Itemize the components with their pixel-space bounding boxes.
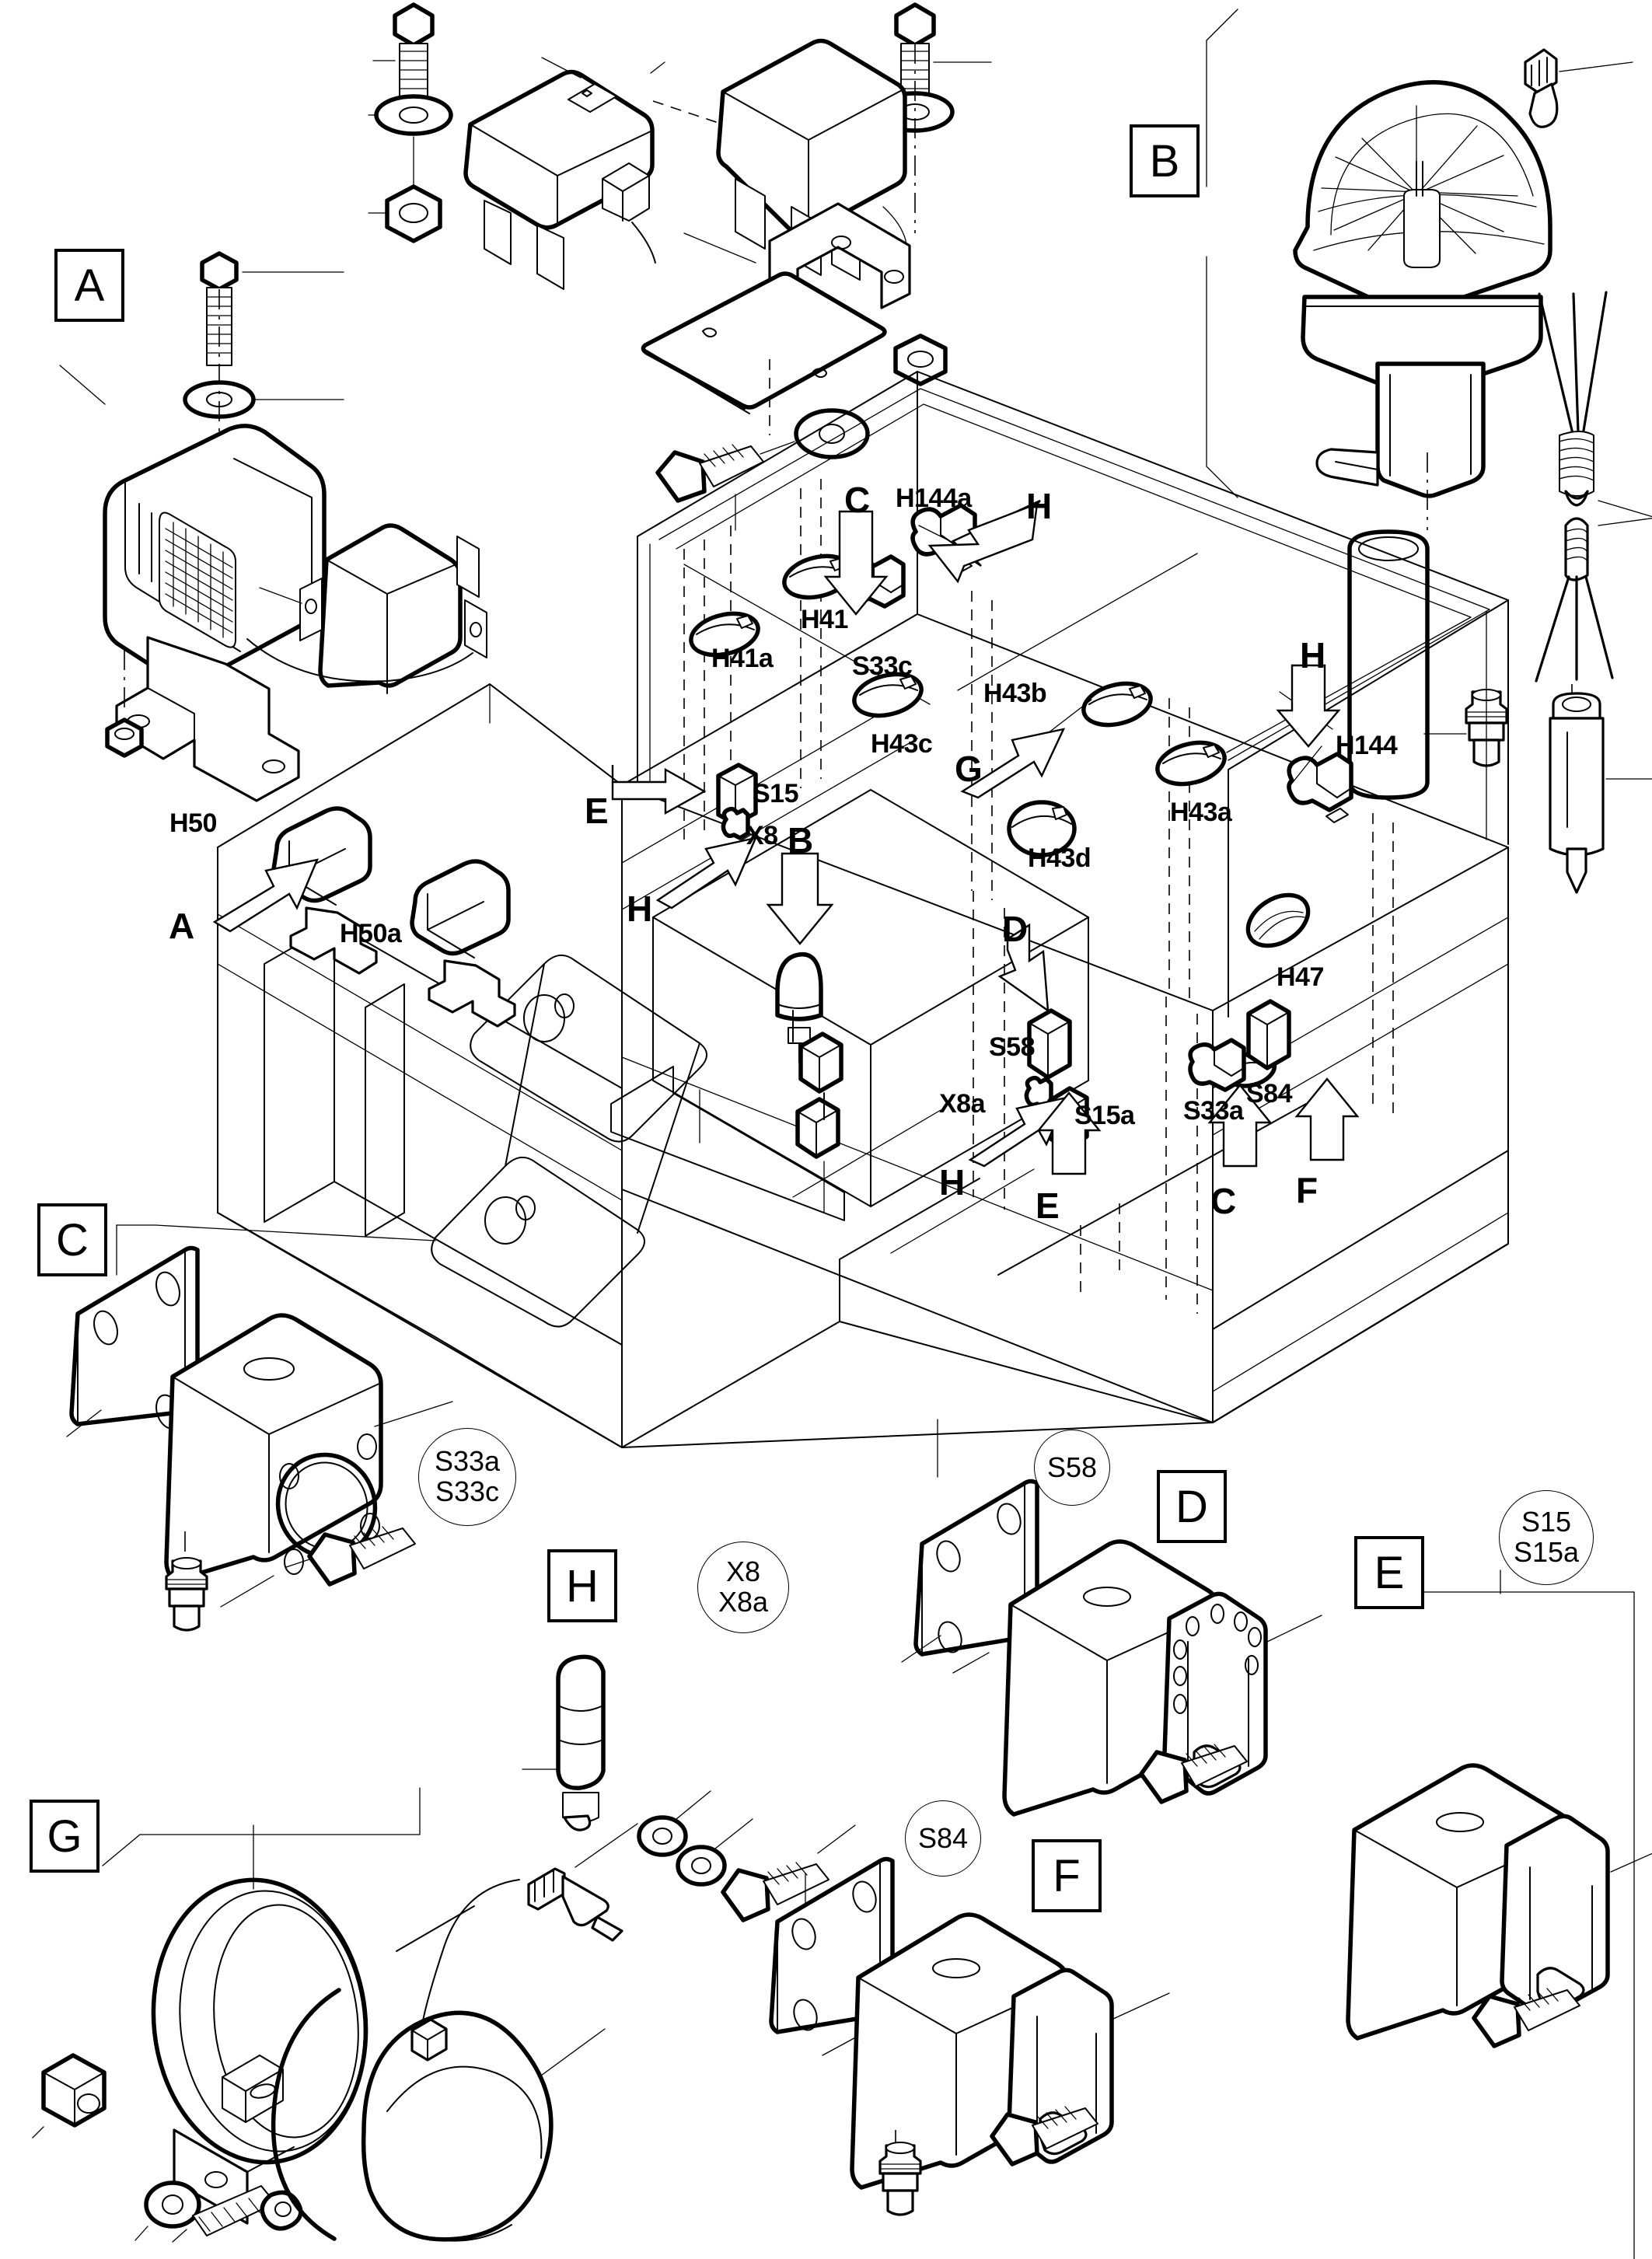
top-middle-hardware [368,2,992,531]
section-box-C: C [37,1203,107,1276]
section-box-C-label: C [56,1214,89,1266]
section-box-A-label: A [74,260,105,311]
section-box-H-label: H [566,1560,599,1611]
part-label-s33c: S33c [852,651,913,681]
section-ref-F-lower: F [1296,1170,1318,1210]
section-box-E: E [1354,1536,1424,1609]
section-f-artwork [769,1856,1170,2216]
section-d-artwork [901,1419,1322,1817]
section-box-B: B [1130,124,1200,197]
part-label-h47: H47 [1277,962,1324,992]
part-label-x8: X8 [746,821,778,850]
section-ref-A-left: A [169,906,195,946]
callout-s33c: S33c [435,1475,500,1507]
section-box-H: H [547,1549,617,1622]
callout-x8a: X8a [718,1586,769,1618]
part-label-h43c: H43c [871,729,933,759]
part-label-s15a: S15a [1074,1101,1135,1130]
callout-s15: S15 [1521,1506,1572,1538]
part-label-s84: S84 [1246,1079,1293,1109]
section-a-artwork [59,251,487,802]
section-ref-E-left: E [585,791,609,831]
section-ref-C-lower: C [1210,1181,1237,1221]
section-ref-B-mid: B [788,820,814,861]
part-label-h50: H50 [169,808,217,838]
callout-arrows [212,499,1360,1175]
section-box-B-label: B [1149,135,1180,187]
callout-x8: X8 [725,1555,761,1588]
part-label-h144a: H144a [896,484,972,513]
section-ref-C-top: C [844,480,871,520]
section-box-A: A [54,249,124,322]
part-label-s33a: S33a [1183,1096,1244,1126]
section-ref-D-mid: D [1002,909,1029,949]
section-ref-H-left: H [627,889,653,929]
part-label-h43b: H43b [983,679,1047,708]
part-label-x8a: X8a [939,1089,986,1119]
callout-circle-s58: S58 [1034,1430,1110,1506]
section-ref-H-lower: H [939,1162,966,1203]
callout-circle-s84: S84 [905,1800,981,1877]
section-c-artwork [66,1224,453,1632]
section-ref-G-mid: G [955,749,983,789]
section-g-artwork [32,1787,638,2243]
part-label-h50a: H50a [340,919,402,948]
callout-s84: S84 [917,1821,969,1854]
part-label-h144: H144 [1336,731,1398,760]
callout-circle-s33: S33a S33c [418,1428,516,1526]
part-label-s58: S58 [989,1032,1036,1062]
callout-circle-x8: X8 X8a [697,1541,789,1633]
callout-circle-s15: S15 S15a [1499,1490,1594,1585]
section-box-D: D [1157,1470,1227,1543]
section-box-E-label: E [1374,1547,1405,1598]
section-box-G-label: G [47,1810,82,1862]
section-b-artwork [1206,9,1652,894]
section-ref-E-lower: E [1036,1185,1060,1226]
callout-s15a: S15a [1513,1536,1580,1568]
part-label-s15: S15 [753,779,799,808]
section-box-F-label: F [1053,1850,1081,1901]
part-label-h41a: H41a [711,644,774,673]
section-box-G: G [30,1800,100,1873]
part-label-h41: H41 [801,605,848,634]
part-label-h43a: H43a [1170,798,1232,827]
section-box-D-label: D [1175,1481,1208,1532]
section-e-artwork [1346,1569,1652,2259]
part-label-h43d: H43d [1028,843,1091,873]
callout-s33a: S33a [434,1445,501,1478]
section-h-artwork [522,1654,856,1922]
section-box-F: F [1032,1839,1102,1912]
section-ref-H-topR: H [1026,486,1053,526]
section-ref-H-right: H [1300,635,1326,676]
callout-s58: S58 [1046,1451,1098,1483]
